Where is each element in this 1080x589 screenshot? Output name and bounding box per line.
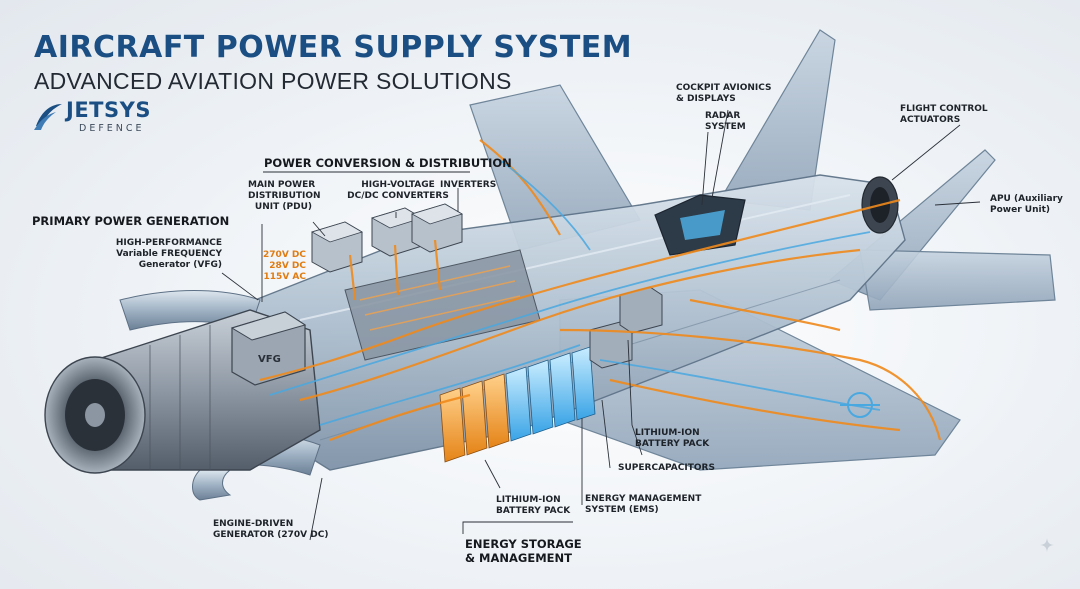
label-battery-pack-left: LITHIUM-ION BATTERY PACK	[496, 495, 571, 516]
voltage-ratings: 270V DC 28V DC 115V AC	[263, 250, 306, 282]
page-title: AIRCRAFT POWER SUPPLY SYSTEM	[34, 30, 633, 65]
swoosh-logo-icon	[34, 104, 62, 130]
label-supercapacitors: SUPERCAPACITORS	[618, 463, 715, 473]
logo-name: JETSYS	[66, 98, 151, 122]
cockpit-canopy	[654, 194, 746, 256]
battery-pack-cells	[439, 346, 596, 463]
section-energy-storage: ENERGY STORAGE & MANAGEMENT	[465, 537, 582, 565]
horizontal-stabilizer	[859, 249, 1056, 311]
label-pdu: MAIN POWER DISTRIBUTION UNIT (PDU)	[248, 180, 321, 212]
section-primary-generation: PRIMARY POWER GENERATION	[32, 214, 230, 228]
label-flight-control: FLIGHT CONTROL ACTUATORS	[900, 104, 988, 125]
vfg-generator: VFG	[230, 311, 307, 386]
label-vfg: HIGH-PERFORMANCE Variable FREQUENCY Gene…	[115, 238, 222, 270]
label-inverters: INVERTERS	[440, 180, 497, 190]
label-cockpit-avionics: COCKPIT AVIONICS & DISPLAYS	[676, 83, 772, 104]
page-subtitle: ADVANCED AVIATION POWER SOLUTIONS	[34, 68, 512, 94]
label-hv-dcdc: HIGH-VOLTAGE DC/DC CONVERTERS	[347, 180, 449, 201]
leader-lines	[221, 109, 981, 541]
wing-emblem	[840, 392, 880, 418]
section-power-conversion: POWER CONVERSION & DISTRIBUTION	[264, 156, 512, 170]
sparkle-icon	[1040, 538, 1054, 552]
power-lines	[259, 139, 942, 442]
jetsys-logo: JETSYS DEFENCE	[32, 98, 182, 138]
label-engine-generator: ENGINE-DRIVEN GENERATOR (270V DC)	[213, 519, 329, 540]
inverter-module	[410, 203, 463, 253]
label-radar: RADAR SYSTEM	[705, 111, 746, 132]
logo-tagline: DEFENCE	[79, 123, 145, 134]
dcdc-converter-module	[370, 207, 423, 257]
label-ems: ENERGY MANAGEMENT SYSTEM (EMS)	[585, 494, 702, 515]
vfg-box-label: VFG	[258, 354, 281, 365]
label-battery-pack-right: LITHIUM-ION BATTERY PACK	[635, 428, 710, 449]
label-apu: APU (Auxiliary Power Unit)	[990, 194, 1063, 215]
